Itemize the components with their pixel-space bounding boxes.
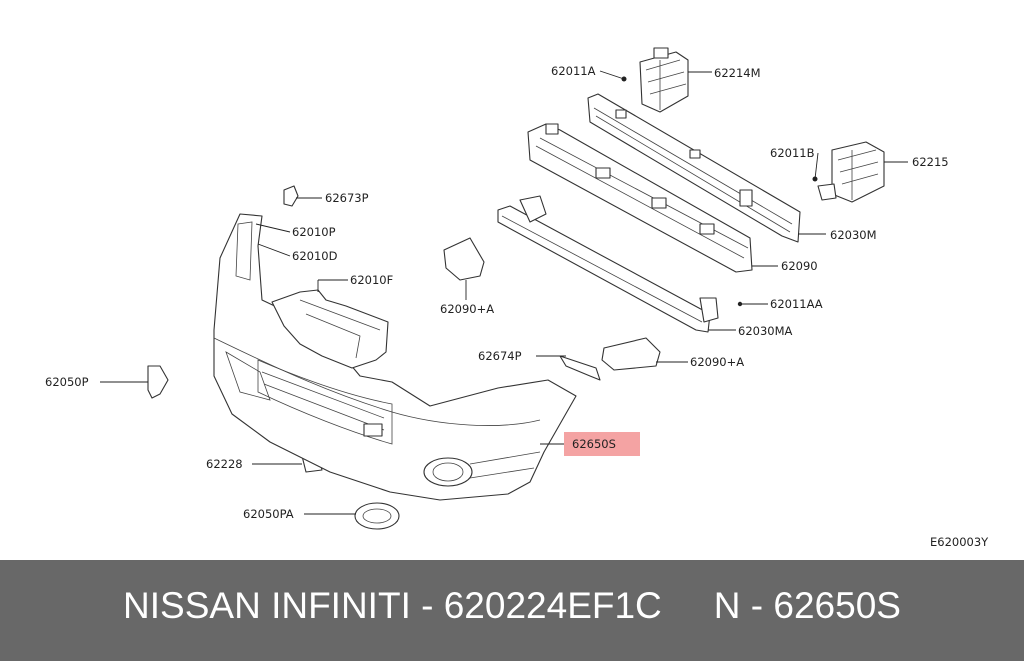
label-62674P[interactable]: 62674P [478, 349, 522, 363]
footer-banner: NISSAN INFINITI - 620224EF1C N - 62650S [0, 560, 1024, 661]
label-62090A-right[interactable]: 62090+A [690, 355, 744, 369]
bracket-62674P [559, 355, 601, 381]
bumper-fascia [213, 213, 577, 501]
highlight-62650S [564, 432, 640, 456]
reinforcement-62030M [587, 93, 801, 243]
absorber-62090 [527, 123, 753, 273]
label-62030M[interactable]: 62030M [830, 228, 877, 242]
label-62010F[interactable]: 62010F [350, 273, 393, 287]
diagram-reference-code: E620003Y [930, 535, 989, 549]
bracket-62214M [639, 47, 689, 113]
absorber-62090A-right [601, 337, 661, 371]
label-62030MA[interactable]: 62030MA [738, 324, 793, 338]
label-62673P[interactable]: 62673P [325, 191, 369, 205]
clip-62673P [283, 185, 299, 207]
bracket-62050P [147, 365, 169, 399]
label-62011A[interactable]: 62011A [551, 64, 596, 78]
leader-lines [100, 70, 908, 515]
label-62011AA[interactable]: 62011AA [770, 297, 823, 311]
reinforcement-62030MA [497, 195, 719, 333]
parts-diagram: 62011A 62214M 62011B 62215 62030M 62090 … [45, 47, 989, 549]
label-62011B[interactable]: 62011B [770, 146, 815, 160]
oem-part-number: N - 62650S [713, 584, 901, 626]
label-62090[interactable]: 62090 [781, 259, 818, 273]
label-62650S[interactable]: 62650S [572, 437, 616, 451]
brand-part-number: NISSAN INFINITI - 620224EF1C [123, 584, 662, 626]
label-62010D[interactable]: 62010D [292, 249, 338, 263]
label-62050P[interactable]: 62050P [45, 375, 89, 389]
label-62090A-left[interactable]: 62090+A [440, 302, 494, 316]
label-62050PA[interactable]: 62050PA [243, 507, 294, 521]
absorber-62090A-left [443, 237, 485, 281]
fog-bezel-62050PA [354, 502, 400, 530]
label-62214M[interactable]: 62214M [714, 66, 761, 80]
label-62228[interactable]: 62228 [206, 457, 243, 471]
bracket-62215 [817, 141, 885, 203]
label-62215[interactable]: 62215 [912, 155, 949, 169]
label-62010P[interactable]: 62010P [292, 225, 336, 239]
